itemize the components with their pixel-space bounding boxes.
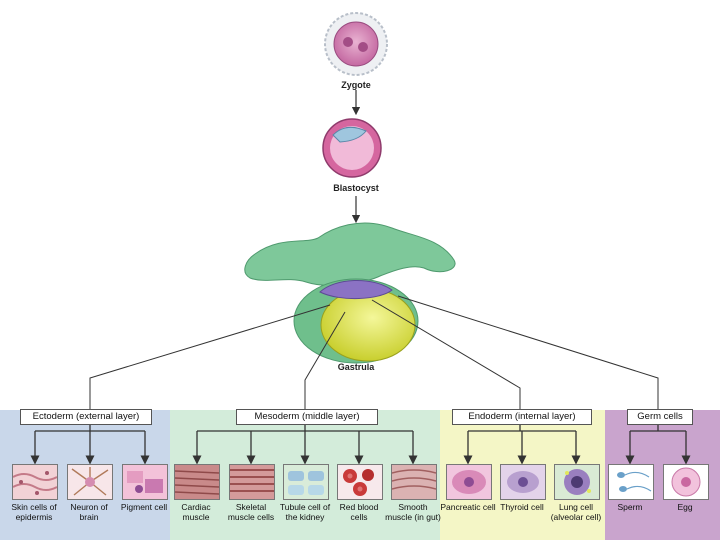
- kidney-tubule-label: Tubule cell of the kidney: [279, 502, 331, 522]
- germ-cells-branches: [625, 424, 691, 465]
- neuron-label: Neuron of brain: [70, 502, 108, 522]
- thyroid-cell-icon: [500, 464, 546, 500]
- zygote-label: Zygote: [341, 80, 371, 90]
- germ-cells-label: Germ cells: [627, 409, 693, 425]
- blastocyst-label: Blastocyst: [333, 183, 379, 193]
- gastrula-connector-lines: [89, 295, 659, 410]
- thyroid-cell-label: Thyroid cell: [500, 502, 544, 512]
- egg-label: Egg: [677, 502, 693, 512]
- red-blood-cells-icon: [337, 464, 383, 500]
- skin-cells-icon: [12, 464, 58, 500]
- smooth-muscle-icon: [391, 464, 437, 500]
- skeletal-muscle-icon: [229, 464, 275, 500]
- pancreatic-cell-label: Pancreatic cell: [440, 502, 496, 512]
- mesoderm-label: Mesoderm (middle layer): [236, 409, 378, 425]
- red-blood-cells-label: Red blood cells: [339, 502, 379, 522]
- lung-cell-icon: [554, 464, 600, 500]
- lung-cell-label: Lung cell (alveolar cell): [550, 502, 602, 522]
- sperm-icon: [608, 464, 654, 500]
- mesoderm-branches: [192, 424, 418, 465]
- sperm-label: Sperm: [617, 502, 643, 512]
- gastrula-illustration: [244, 222, 456, 364]
- ectoderm-branches: [30, 424, 150, 465]
- pancreatic-cell-icon: [446, 464, 492, 500]
- endoderm-label: Endoderm (internal layer): [452, 409, 592, 425]
- egg-icon: [663, 464, 709, 500]
- pigment-cell-label: Pigment cell: [120, 502, 168, 512]
- ectoderm-label: Ectoderm (external layer): [20, 409, 152, 425]
- cardiac-muscle-label: Cardiac muscle: [181, 502, 211, 522]
- blastocyst-illustration: [322, 118, 382, 178]
- neuron-icon: [67, 464, 113, 500]
- zygote-illustration: [324, 12, 388, 76]
- gastrula-label: Gastrula: [337, 362, 375, 372]
- cardiac-muscle-icon: [174, 464, 220, 500]
- endoderm-branches: [463, 424, 581, 465]
- pigment-cell-icon: [122, 464, 168, 500]
- skeletal-muscle-label: Skeletal muscle cells: [227, 502, 275, 522]
- smooth-muscle-label: Smooth muscle (in gut): [385, 502, 441, 522]
- kidney-tubule-icon: [283, 464, 329, 500]
- skin-cells-label: Skin cells of epidermis: [11, 502, 57, 522]
